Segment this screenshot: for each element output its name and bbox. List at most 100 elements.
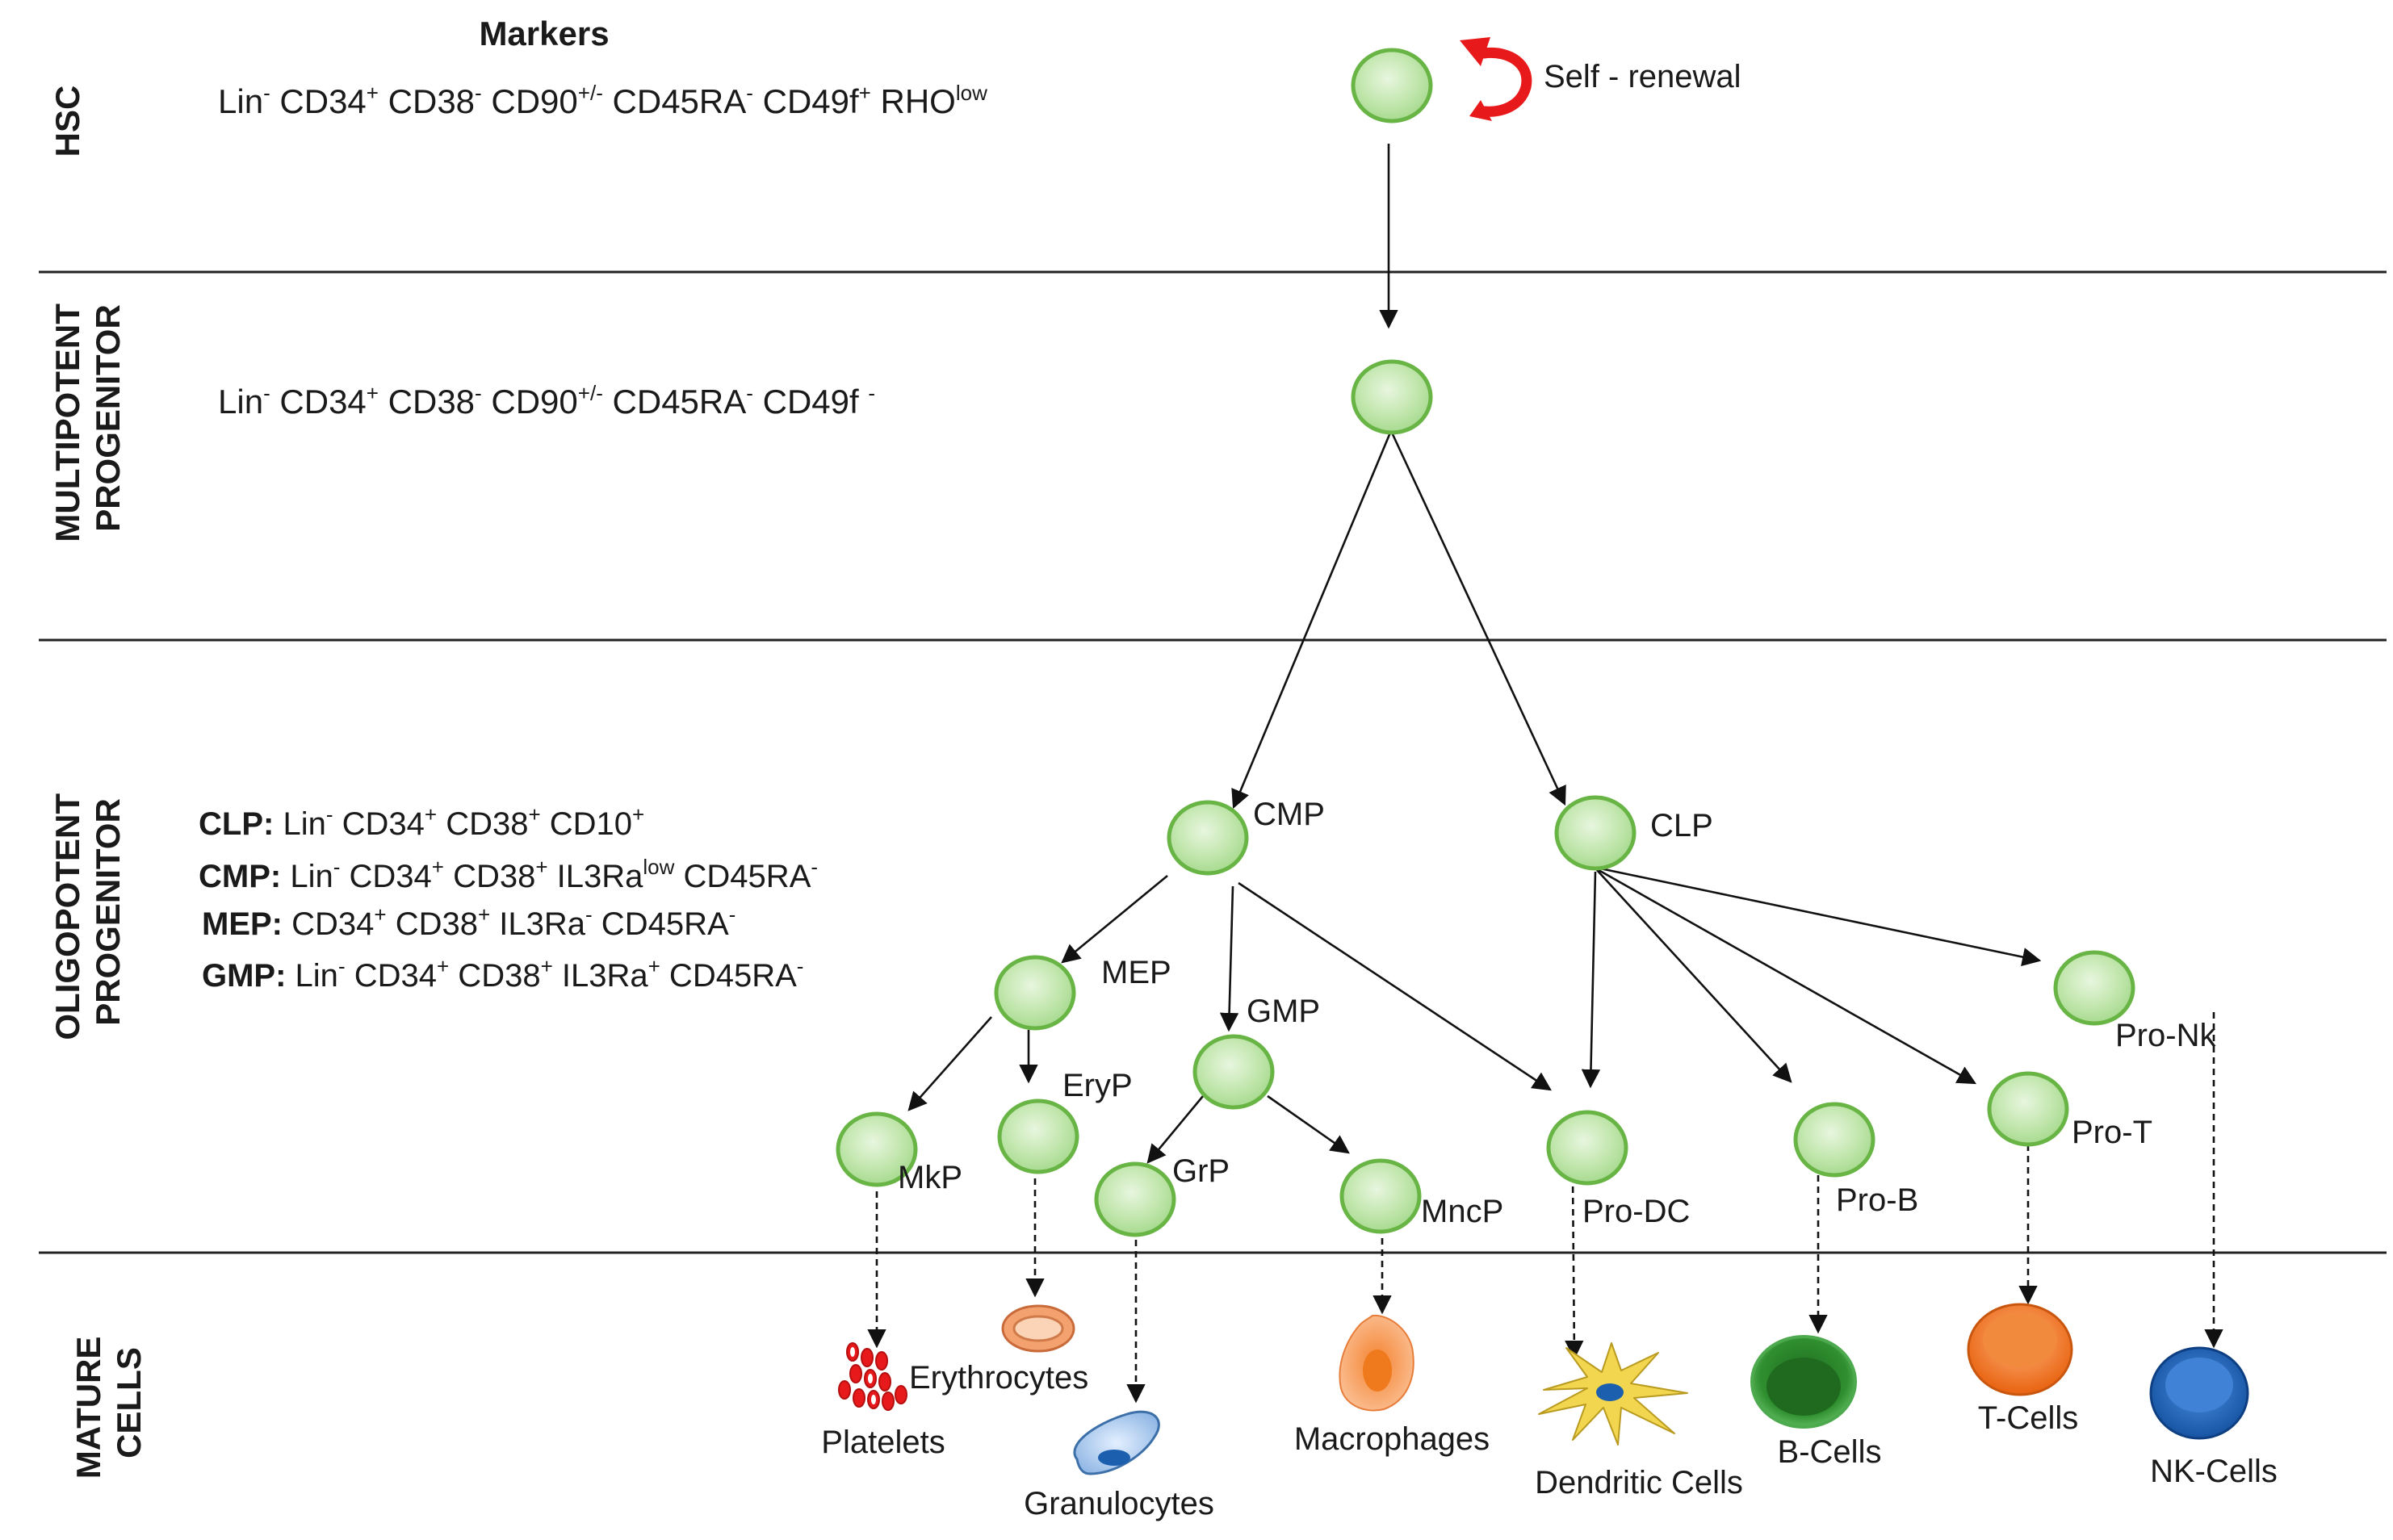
stage-label-multipotent: MULTIPOTENT PROGENITOR [48, 294, 127, 542]
gmp-label: GMP [1247, 994, 1320, 1029]
marker-segment: CD45RA [660, 958, 797, 994]
marker-segment: - [868, 381, 875, 405]
marker-segment: IL3Ra [548, 859, 644, 894]
marker-segment: - [746, 381, 753, 405]
granulocytes-label: Granulocytes [1024, 1486, 1214, 1521]
nk-cells-label: NK-Cells [2150, 1454, 2278, 1489]
marker-segment: CD34 [333, 806, 425, 842]
marker-segment: RHO [871, 82, 956, 120]
mncp-label: MncP [1421, 1194, 1503, 1229]
marker-segment: CD45RA [674, 859, 811, 894]
marker-segment: CD34 [346, 958, 437, 994]
mncp-cell [1339, 1158, 1422, 1234]
marker-segment: CD10 [541, 806, 632, 842]
marker-segment: + [541, 954, 553, 978]
marker-segment: Lin [274, 806, 326, 842]
prodc-label: Pro-DC [1582, 1194, 1690, 1229]
self-renewal-label: Self - renewal [1544, 59, 1741, 94]
dendritic-cells-label: Dendritic Cells [1535, 1465, 1743, 1500]
grp-label: GrP [1172, 1153, 1230, 1189]
marker-segment: Lin [218, 82, 263, 120]
marker-segment: + [648, 954, 660, 978]
marker-segment: GMP: [202, 958, 286, 994]
marker-segment: CD34 [283, 906, 374, 942]
platelets-label: Platelets [821, 1425, 945, 1460]
marker-segment: CD34 [270, 383, 367, 421]
eryp-cell [997, 1099, 1079, 1174]
gmp-cell [1192, 1034, 1275, 1110]
pronk-label: Pro-Nk [2115, 1018, 2216, 1053]
self-renewal-arrow [1460, 37, 1532, 121]
marker-segment: Lin [218, 383, 263, 421]
marker-segment: - [333, 855, 341, 879]
prob-cell [1793, 1102, 1875, 1178]
marker-segment: +/- [578, 81, 603, 105]
eryp-label: EryP [1062, 1068, 1133, 1103]
hsc-cell [1351, 48, 1433, 123]
clp-label: CLP [1650, 808, 1713, 843]
marker-segment: CD45RA [593, 906, 729, 942]
marker-segment: CD45RA [603, 82, 746, 120]
hsc-markers: Lin- CD34+ CD38- CD90+/- CD45RA- CD49f+ … [218, 81, 987, 120]
marker-segment: + [859, 81, 871, 105]
marker-segment: CMP: [199, 859, 281, 894]
mep-markers: MEP: CD34+ CD38+ IL3Ra- CD45RA- [202, 902, 736, 942]
marker-segment: IL3Ra [490, 906, 586, 942]
marker-segment: CLP: [199, 806, 274, 842]
marker-segment: + [425, 802, 437, 826]
platelets-icon [838, 1342, 907, 1411]
marker-segment: - [263, 381, 270, 405]
marker-segment: CD49f [753, 82, 859, 120]
erythrocytes-label: Erythrocytes [909, 1360, 1088, 1396]
marker-segment: Lin [286, 958, 338, 994]
marker-segment: + [478, 902, 490, 927]
marker-segment: CD45RA [603, 383, 746, 421]
marker-segment: CD38 [444, 859, 535, 894]
marker-segment: - [326, 802, 333, 826]
marker-segment: CD38 [379, 82, 475, 120]
prot-cell [1987, 1071, 2069, 1147]
clp-cell [1554, 795, 1637, 871]
marker-segment: + [367, 381, 379, 405]
marker-segment: - [475, 381, 482, 405]
b-cells-icon [1750, 1335, 1857, 1429]
b-cells-label: B-Cells [1778, 1434, 1882, 1470]
marker-segment: CD38 [379, 383, 475, 421]
marker-segment: + [535, 855, 547, 879]
t-cells-label: T-Cells [1978, 1400, 2078, 1436]
pronk-cell [2053, 950, 2135, 1026]
marker-segment: CD90 [482, 383, 578, 421]
marker-segment: CD34 [270, 82, 367, 120]
macrophages-label: Macrophages [1294, 1421, 1490, 1457]
t-cells-icon [1967, 1303, 2073, 1396]
gmp-markers: GMP: Lin- CD34+ CD38+ IL3Ra+ CD45RA- [202, 954, 803, 994]
marker-segment: Lin [281, 859, 333, 894]
dendritic-cells-icon [1538, 1342, 1688, 1446]
marker-segment: +/- [578, 381, 603, 405]
marker-segment: - [585, 902, 593, 927]
nk-cells-icon [2149, 1346, 2249, 1440]
erythrocytes-icon [1001, 1304, 1075, 1353]
mep-cell [994, 955, 1076, 1031]
prodc-cell [1546, 1110, 1628, 1186]
dashed-edges [867, 1012, 2223, 1404]
mep-label: MEP [1101, 955, 1171, 990]
marker-segment: low [956, 81, 987, 105]
marker-segment: + [437, 954, 449, 978]
marker-segment: CD90 [482, 82, 578, 120]
mpp-cell [1351, 359, 1433, 435]
mkp-label: MkP [898, 1160, 962, 1195]
marker-segment: - [263, 81, 270, 105]
marker-segment: - [797, 954, 804, 978]
progenitor-cells [836, 48, 2135, 1237]
marker-segment: + [632, 802, 644, 826]
stage-label-oligopotent: OLIGOPOTENT PROGENITOR [48, 784, 127, 1040]
marker-segment: - [746, 81, 753, 105]
grp-cell [1094, 1161, 1176, 1237]
marker-segment: + [432, 855, 444, 879]
marker-segment: CD49f [753, 383, 868, 421]
prot-label: Pro-T [2072, 1115, 2152, 1150]
marker-segment: - [729, 902, 736, 927]
marker-segment: + [374, 902, 386, 927]
